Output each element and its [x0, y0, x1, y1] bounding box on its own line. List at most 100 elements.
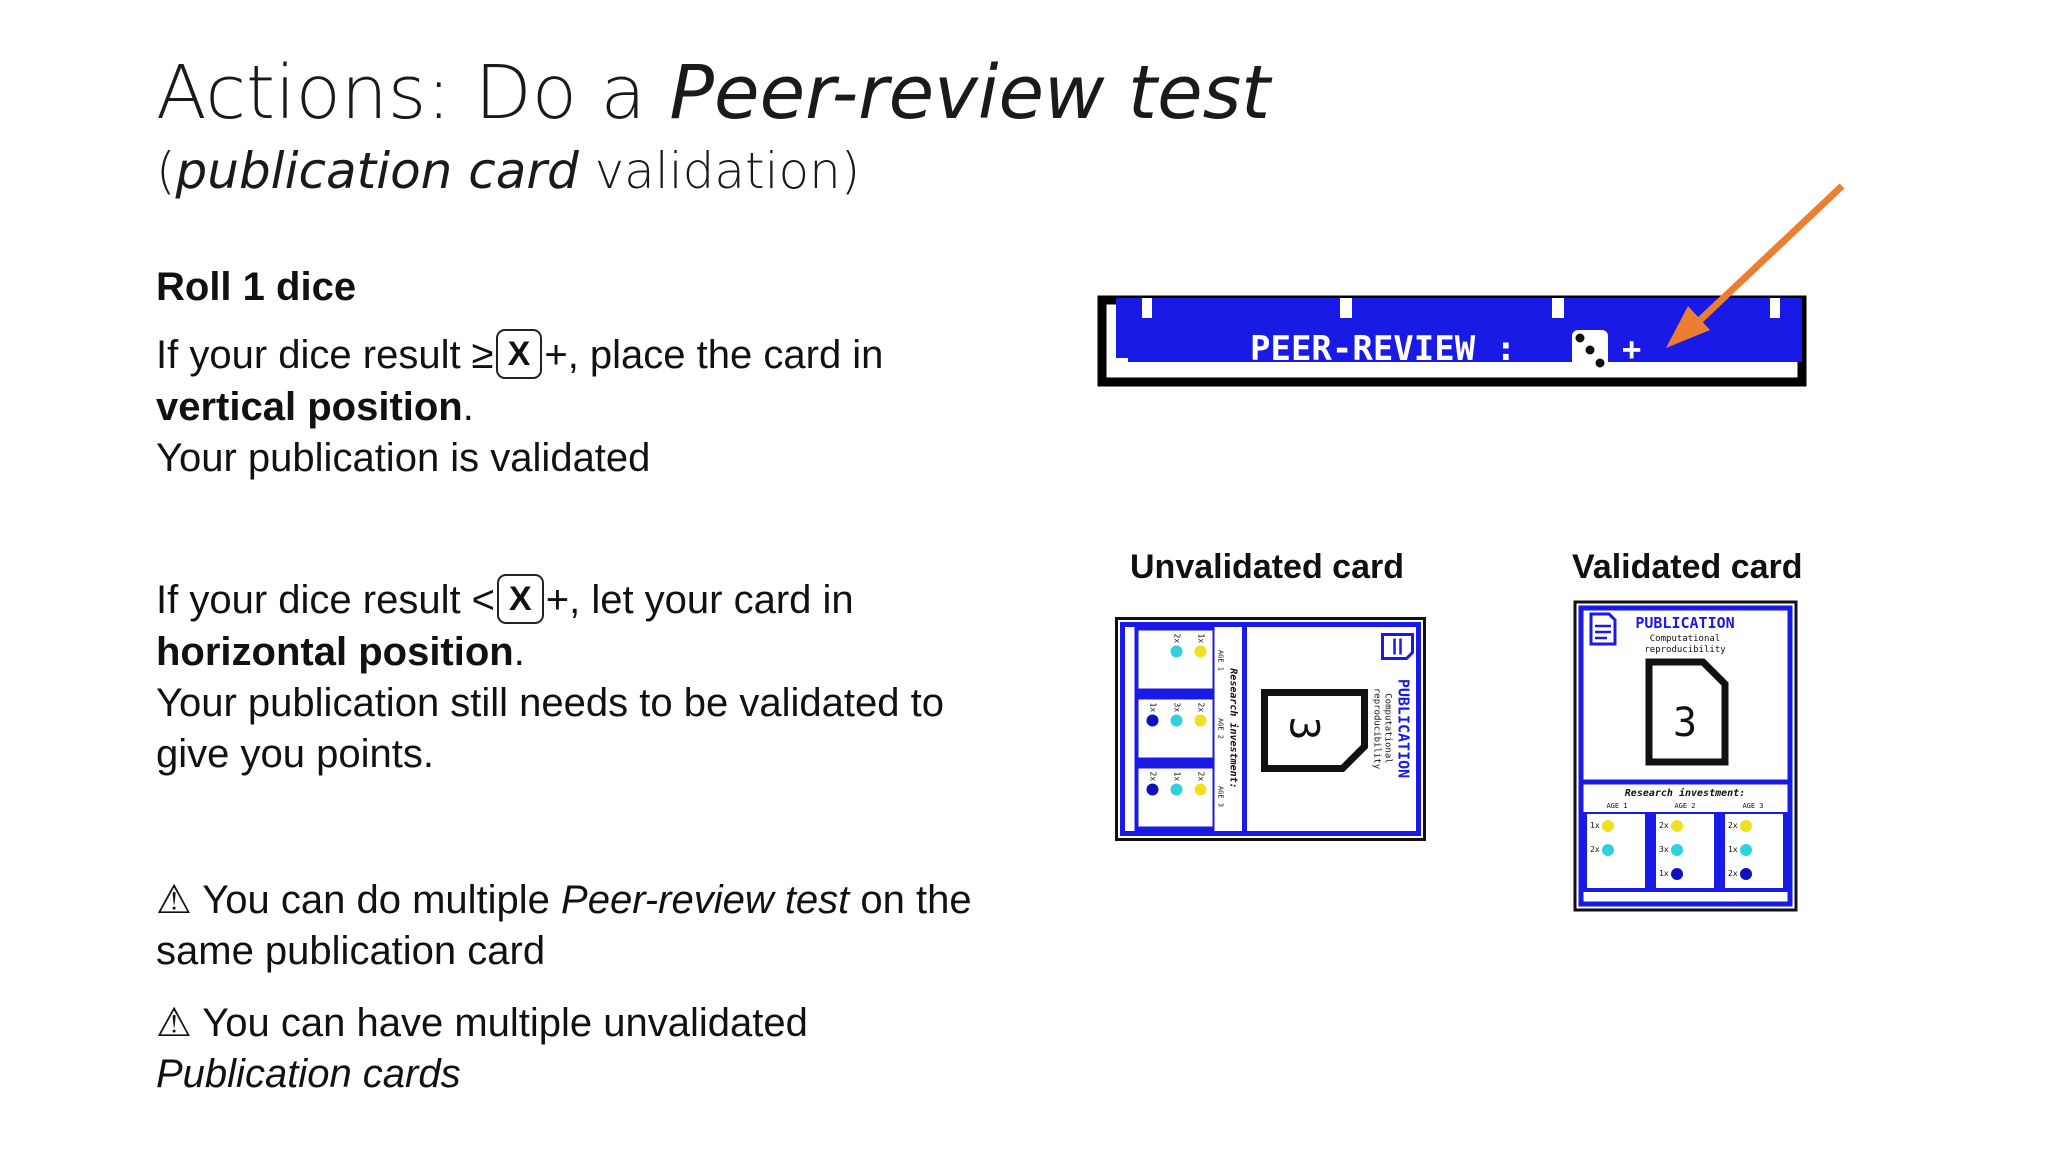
unvalidated-rule-suffix: +, let your card in — [545, 578, 854, 622]
subtitle-rest: validation) — [578, 142, 861, 200]
horizontal-position-text: horizontal position — [156, 630, 514, 675]
age-2-row-count: 1x — [1659, 869, 1669, 878]
age-3-row-count: 1x — [1173, 772, 1182, 782]
unvalidated-rule-result: Your publication still needs to be valid… — [156, 681, 944, 777]
validated-card: PUBLICATION Computational reproducibilit… — [1573, 600, 1798, 912]
unvalidated-rule-line1: If your dice result <X+, let your card i… — [156, 574, 996, 627]
card-subtitle-2: reproducibility — [1644, 645, 1726, 655]
banner-notch — [1552, 298, 1564, 318]
dice-threshold-box: X — [495, 329, 543, 380]
banner-notch — [1770, 298, 1780, 318]
resource-dot — [1170, 714, 1183, 727]
card-investment: Research investment: — [1228, 668, 1240, 788]
age-1-row-count: 2x — [1590, 845, 1600, 854]
dice-threshold-box: X — [497, 574, 544, 625]
validated-rule-suffix: +, place the card in — [544, 333, 884, 377]
age-2-row-count: 2x — [1197, 703, 1206, 713]
card-age-2: AGE 2 — [1674, 802, 1695, 810]
resource-dot — [1146, 714, 1159, 727]
age-2-slot — [1656, 814, 1714, 888]
card-age-1: AGE 1 — [1217, 650, 1225, 671]
warning-icon: ⚠ — [156, 1001, 192, 1045]
unvalidated-card: PUBLICATION Computational reproducibilit… — [1115, 616, 1427, 841]
age-3-row-count: 2x — [1197, 772, 1206, 782]
card-age-3: AGE 3 — [1742, 802, 1763, 810]
resource-dot — [1170, 645, 1183, 658]
age-3-rows: 2x 1x 2x — [1728, 820, 1752, 880]
card-number: 3 — [1673, 700, 1697, 746]
age-1-row-count: 2x — [1173, 634, 1182, 644]
banner-edge — [1116, 298, 1128, 358]
card-number: 3 — [1281, 716, 1327, 740]
slide-title-italic: Peer-review test — [669, 50, 1271, 136]
resource-dot — [1671, 820, 1683, 832]
age-3-slot — [1725, 814, 1783, 888]
unvalidated-card-face: PUBLICATION Computational reproducibilit… — [1115, 617, 1426, 841]
card-subtitle-2: reproducibility — [1372, 688, 1382, 770]
validated-rule: If your dice result ≥X+, place the card … — [156, 329, 1016, 484]
age-2-row-count: 3x — [1173, 703, 1182, 713]
card-subtitle-1: Computational — [1650, 634, 1720, 644]
card-age-3: AGE 3 — [1217, 786, 1225, 807]
page-number-icon — [1261, 689, 1368, 772]
peer-review-banner: PEER-REVIEW : + — [1097, 183, 1845, 387]
banner-notch — [1142, 298, 1152, 318]
resource-dot — [1602, 820, 1614, 832]
resource-dot — [1671, 868, 1683, 880]
age-1-row-count: 1x — [1590, 821, 1600, 830]
age-2-row-count: 3x — [1659, 845, 1669, 854]
resource-dot — [1671, 844, 1683, 856]
validated-rule-position: vertical position. — [156, 382, 1016, 433]
resource-dot — [1194, 783, 1207, 796]
resource-dot — [1146, 783, 1159, 796]
unvalidated-rule-position: horizontal position. — [156, 627, 996, 678]
card-age-2: AGE 2 — [1217, 718, 1225, 739]
age-2-row-count: 2x — [1659, 821, 1669, 830]
note-text: You can do multiple — [191, 878, 562, 922]
note-multiple-tests: ⚠ You can do multiple Peer-review test o… — [156, 875, 996, 977]
card-investment: Research investment: — [1625, 787, 1745, 799]
banner-plus: + — [1622, 330, 1641, 368]
note-italic: Peer-review test — [561, 878, 850, 922]
age-1-rows: 1x 2x — [1590, 820, 1614, 856]
period: . — [462, 385, 474, 430]
age-3-row-count: 1x — [1728, 845, 1738, 854]
warning-icon: ⚠ — [156, 878, 192, 922]
banner-notch — [1340, 298, 1352, 318]
card-title: PUBLICATION — [1395, 679, 1413, 778]
validated-rule-line1: If your dice result ≥X+, place the card … — [156, 329, 1016, 382]
age-3-slot — [1138, 768, 1213, 827]
slide-subtitle: (publication card validation) — [156, 140, 860, 202]
resource-dot — [1194, 714, 1207, 727]
slide-title: Actions: Do a Peer-review test — [156, 48, 1270, 138]
age-2-row-count: 1x — [1149, 703, 1158, 713]
age-2-rows: 2x 3x 1x — [1659, 820, 1683, 880]
resource-dot — [1740, 844, 1752, 856]
subtitle-open: ( — [156, 142, 176, 200]
unvalidated-card-caption: Unvalidated card — [1130, 548, 1404, 586]
resource-dot — [1194, 645, 1207, 658]
validated-card-caption: Validated card — [1572, 548, 1803, 586]
card-footer-plus: + — [1741, 893, 1747, 903]
card-age-1: AGE 1 — [1606, 802, 1627, 810]
resource-dot — [1170, 783, 1183, 796]
banner-label: PEER-REVIEW : — [1250, 329, 1516, 369]
roll-heading: Roll 1 dice — [156, 265, 357, 309]
age-3-row-count: 2x — [1728, 869, 1738, 878]
validated-rule-prefix: If your dice result ≥ — [156, 333, 494, 377]
card-footer: PEER-REVIEW : — [1124, 687, 1134, 757]
document-icon — [1589, 612, 1617, 646]
pointer-arrow-icon — [1666, 183, 1845, 348]
card-title: PUBLICATION — [1635, 614, 1734, 632]
note-italic: Publication cards — [156, 1052, 461, 1096]
slide-title-prefix: Actions: Do a — [156, 50, 670, 136]
age-1-slot — [1138, 630, 1213, 689]
document-icon — [1381, 633, 1414, 660]
note-text: You can have multiple unvalidated — [191, 1001, 808, 1045]
resource-dot — [1740, 820, 1752, 832]
age-1-slot — [1587, 814, 1645, 888]
period: . — [513, 630, 525, 675]
note-text: on the same publication card — [156, 878, 972, 973]
subtitle-italic: publication card — [175, 142, 579, 200]
validated-rule-result: Your publication is validated — [156, 436, 651, 481]
